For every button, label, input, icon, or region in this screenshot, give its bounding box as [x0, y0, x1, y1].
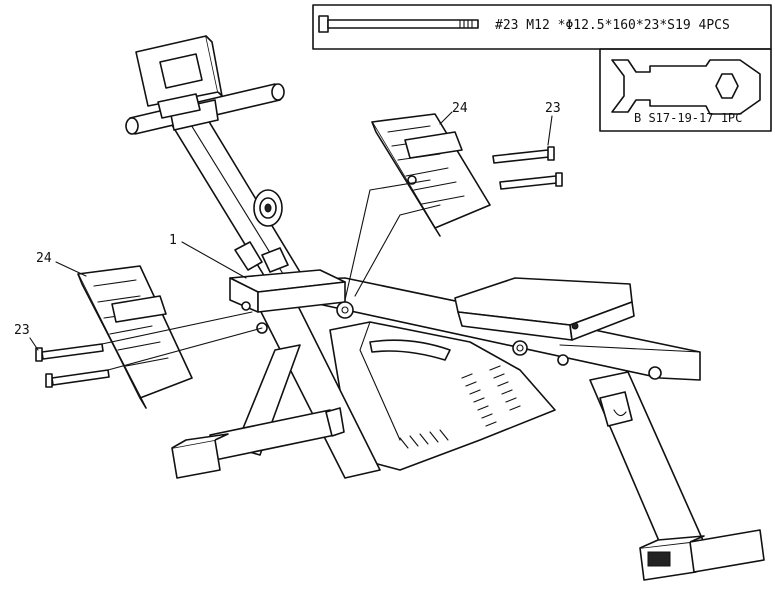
callout-pedal-left: 24: [36, 251, 87, 277]
callout-frame: 1: [169, 233, 247, 279]
callout-bolt-left: 23: [14, 323, 39, 351]
bolts-left: [35, 343, 110, 388]
pedal-pivot-bracket: [229, 241, 354, 334]
wrench-spec-text: B S17-19-17 1PC: [634, 111, 742, 125]
callout-pedal-right-label: 24: [452, 101, 468, 116]
callout-bolt-left-label: 23: [14, 323, 30, 338]
front-base: [171, 289, 381, 479]
rower-frame: [125, 35, 765, 581]
callout-bolt-right-label: 23: [545, 101, 561, 116]
rear-support-leg: [589, 371, 765, 581]
bolt-spec-text: #23 M12 *Φ12.5*160*23*S19 4PCS: [495, 18, 730, 33]
bolt-icon: [318, 15, 479, 33]
callout-bolt-right: 23: [545, 101, 561, 146]
bolts-right: [492, 146, 563, 190]
wrench-spec-box: B S17-19-17 1PC: [599, 48, 772, 132]
callout-pedal-left-label: 24: [36, 251, 52, 266]
bolt-spec-box: #23 M12 *Φ12.5*160*23*S19 4PCS: [312, 4, 772, 50]
console-monitor: [135, 35, 223, 119]
callout-pedal-right: 24: [439, 101, 468, 125]
assembly-guide-lines: [101, 179, 441, 371]
wrench-icon: [611, 59, 761, 115]
foot-pedal-left: [77, 265, 193, 409]
foot-pedal-right: [371, 113, 491, 237]
resistance-knob: [253, 189, 283, 227]
seat: [454, 277, 635, 341]
tank-vent-slots: [399, 365, 521, 449]
callout-frame-label: 1: [169, 233, 177, 248]
